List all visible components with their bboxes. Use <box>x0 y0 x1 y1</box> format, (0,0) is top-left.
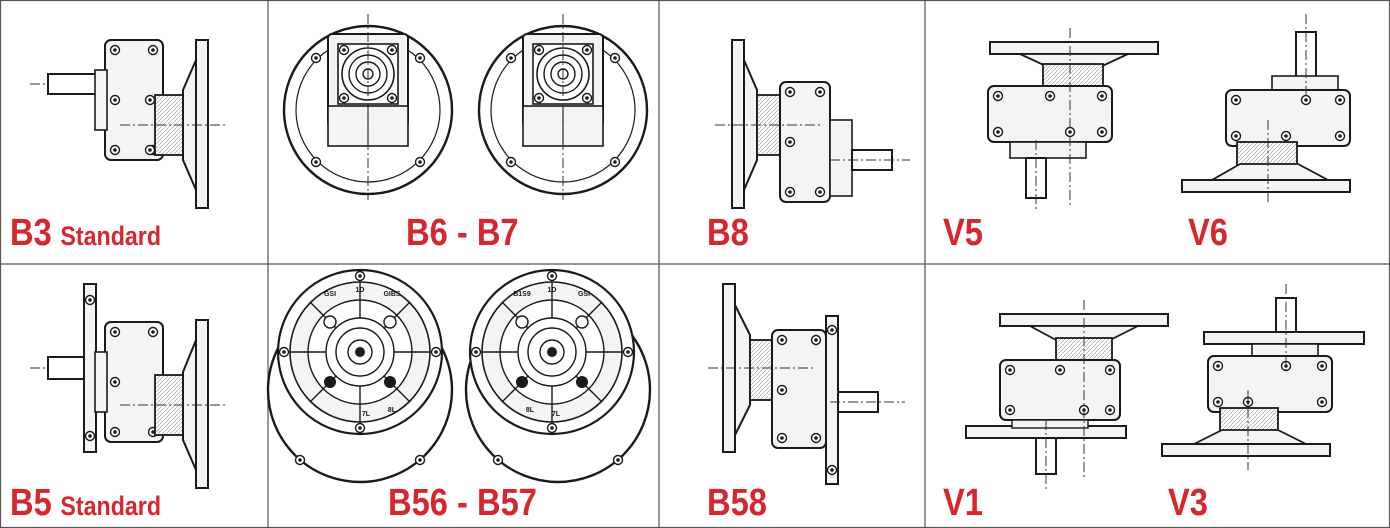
label-b3-code: B3 <box>10 212 52 254</box>
flange-mark: 1D <box>548 287 557 294</box>
label-b8: B8 <box>707 214 749 252</box>
label-v5-text: V5 <box>943 212 983 254</box>
label-v5: V5 <box>943 214 983 252</box>
flange-marks: GSI 1D GIBS 7L 8L B1S9 1D GSI 8L 7L <box>324 287 590 418</box>
label-v6-text: V6 <box>1188 212 1228 254</box>
label-v3-text: V3 <box>1168 482 1208 524</box>
label-b5: B5 Standard <box>10 484 161 522</box>
label-b6-b7-text: B6 - B7 <box>406 212 519 254</box>
b56-drawing <box>266 270 454 484</box>
label-b8-text: B8 <box>707 212 749 254</box>
flange-mark: 8L <box>388 407 397 414</box>
flange-mark: GSI <box>578 291 590 298</box>
label-b58-text: B58 <box>707 482 767 524</box>
label-v1-text: V1 <box>943 482 983 524</box>
b58-drawing <box>708 283 905 485</box>
label-b56-b57-text: B56 - B57 <box>388 482 537 524</box>
label-b56-b57: B56 - B57 <box>388 484 537 522</box>
v3-drawing <box>1161 284 1365 470</box>
b6-drawing <box>282 14 454 200</box>
v5-drawing <box>987 28 1159 212</box>
flange-mark: 1D <box>356 287 365 294</box>
flange-mark: 8L <box>526 407 535 414</box>
label-v1: V1 <box>943 484 983 522</box>
label-v3: V3 <box>1168 484 1208 522</box>
flange-mark: 7L <box>552 411 561 418</box>
label-b3-sub: Standard <box>60 221 162 251</box>
flange-mark: B1S9 <box>513 291 531 298</box>
label-b58: B58 <box>707 484 767 522</box>
label-b6-b7: B6 - B7 <box>406 214 519 252</box>
b57-drawing <box>464 270 652 484</box>
v6-drawing <box>1181 14 1351 205</box>
label-b5-code: B5 <box>10 482 52 524</box>
flange-mark: 7L <box>362 411 371 418</box>
flange-mark: GSI <box>324 291 336 298</box>
b5-drawing <box>30 283 225 489</box>
label-b5-sub: Standard <box>60 491 162 521</box>
label-b3: B3 Standard <box>10 214 161 252</box>
v1-drawing <box>965 300 1169 490</box>
b8-drawing <box>715 39 910 209</box>
flange-mark: GIBS <box>383 291 400 298</box>
b7-drawing <box>477 14 649 200</box>
b3-drawing <box>30 39 225 209</box>
label-v6: V6 <box>1188 214 1228 252</box>
